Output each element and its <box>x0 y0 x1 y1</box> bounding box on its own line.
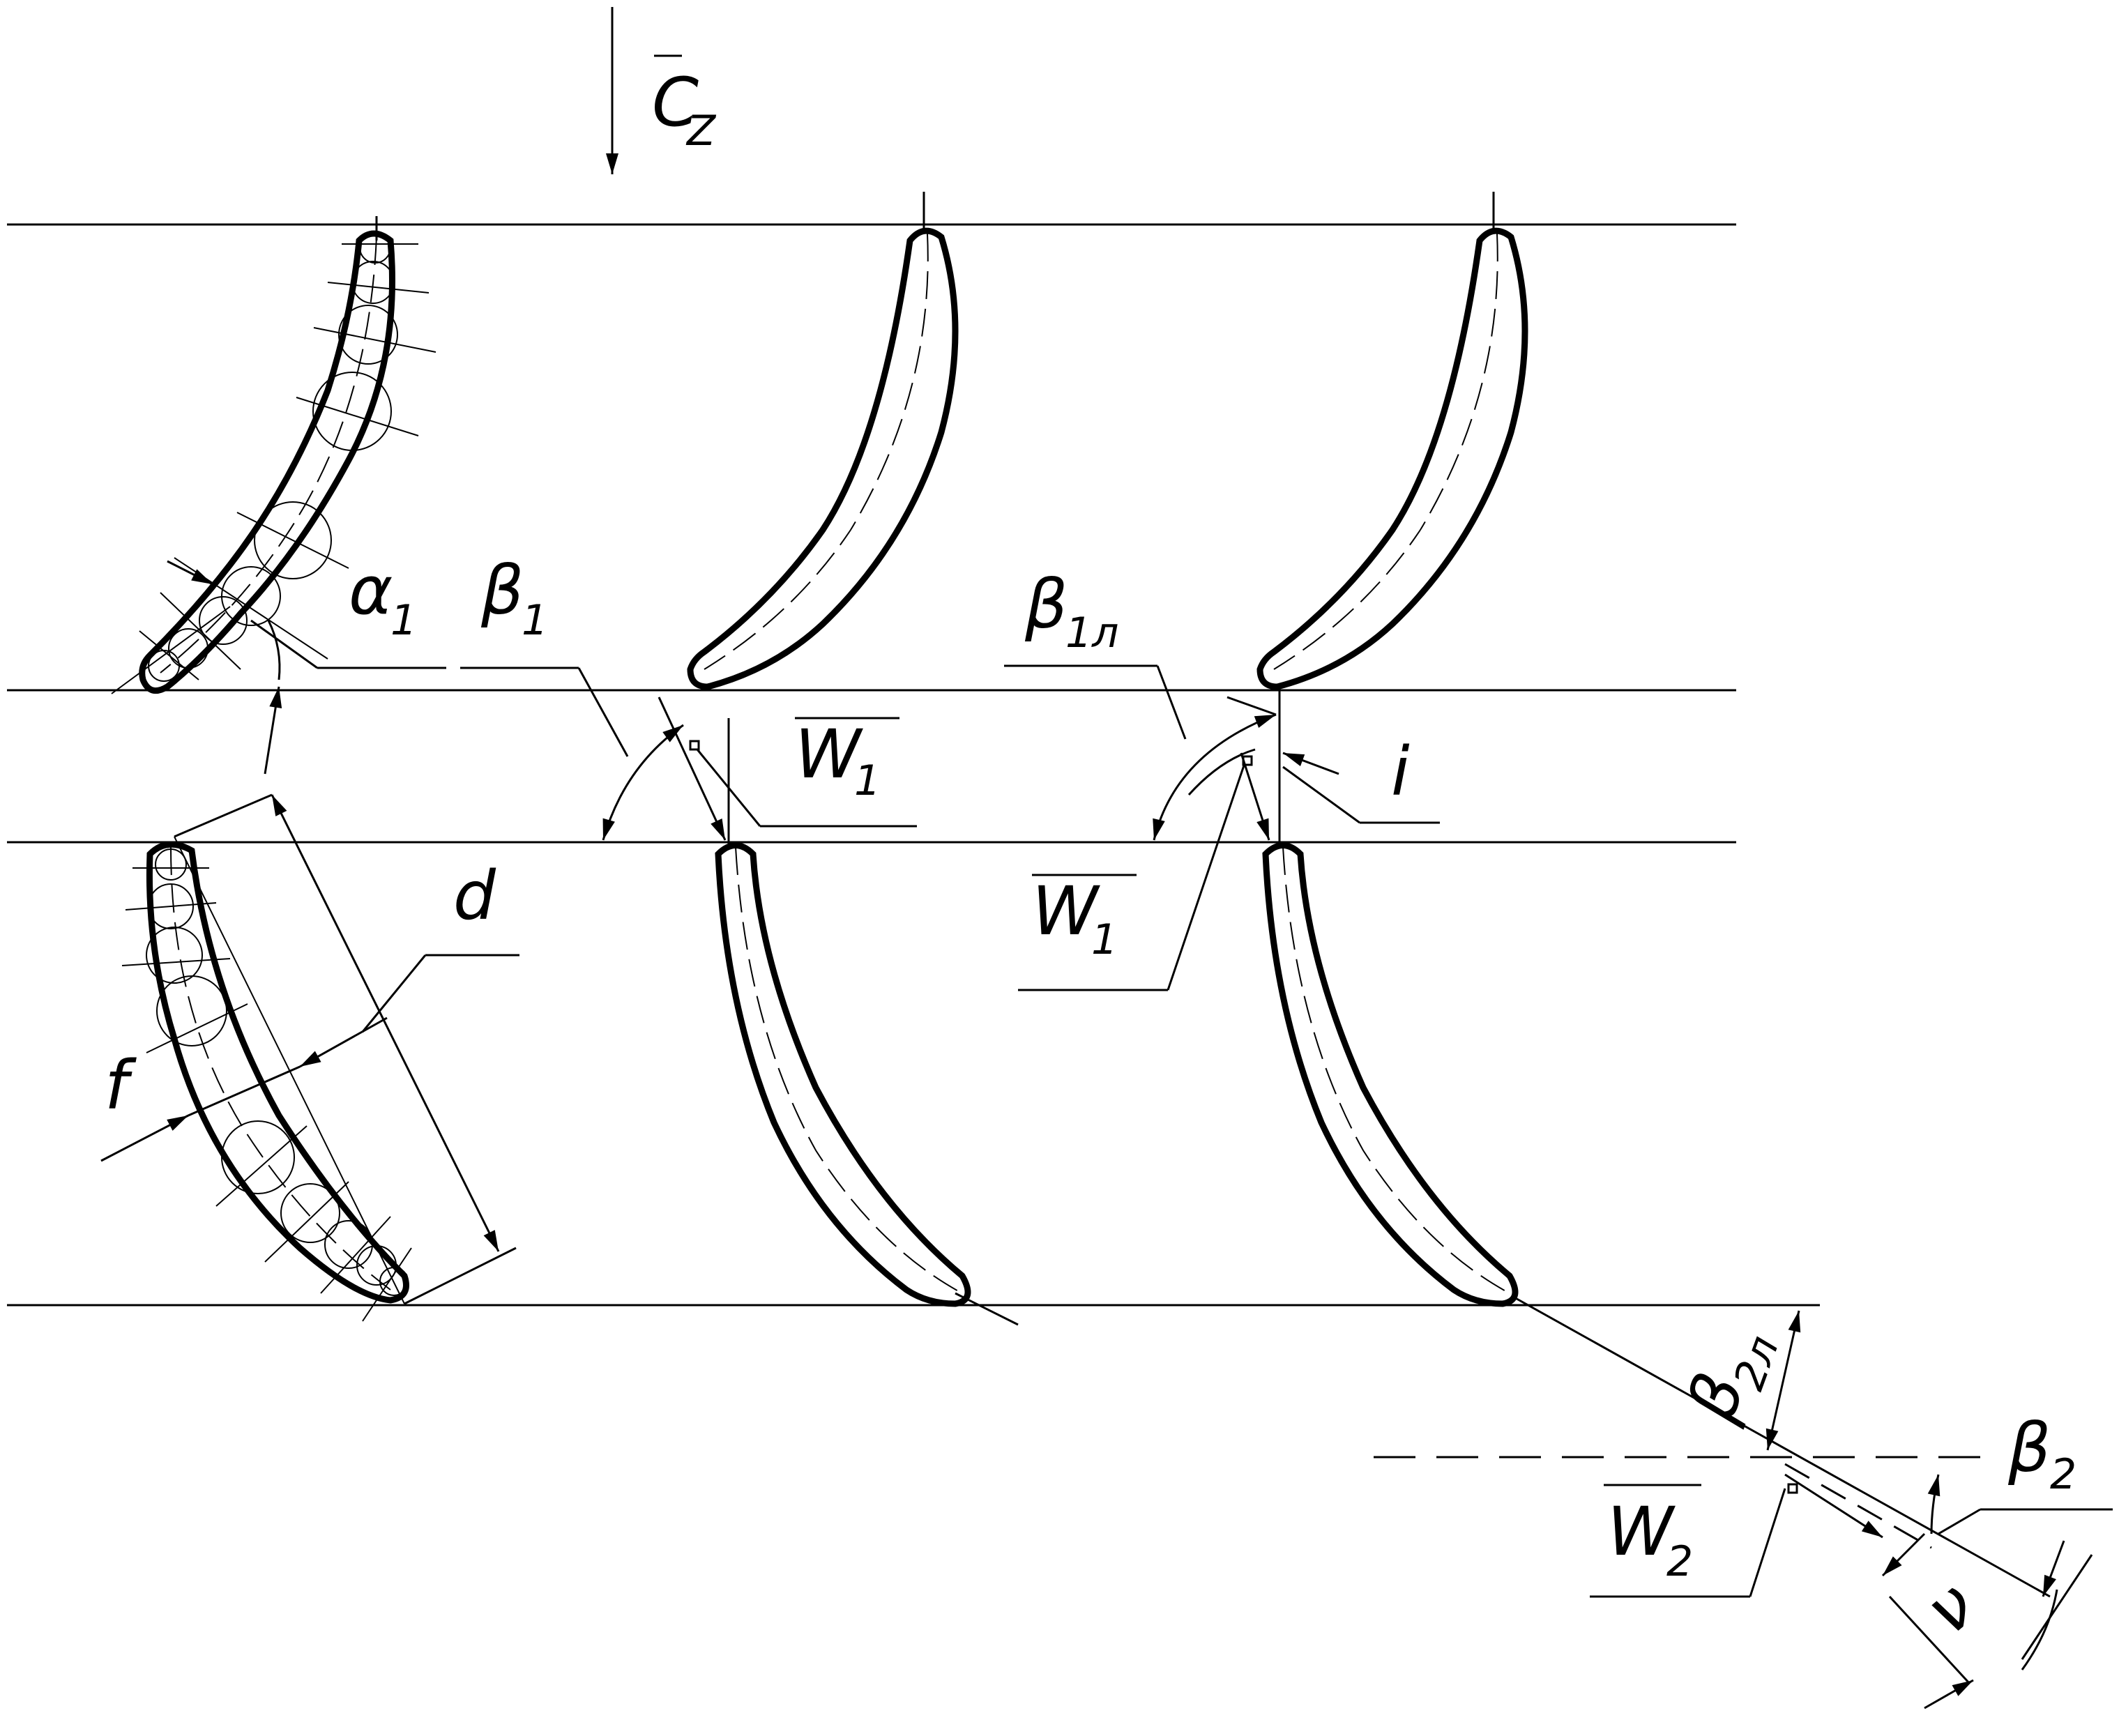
beta2-subscript: 2 <box>2050 1450 2076 1499</box>
blade-top-3 <box>1256 192 1528 690</box>
alpha1-marks <box>167 560 446 775</box>
beta1-label: β <box>480 551 524 630</box>
blade-bottom-2 <box>715 842 1019 1326</box>
w1b-label: W <box>1032 872 1100 950</box>
w1a-label: W <box>795 715 863 793</box>
w2-label: W <box>1607 1493 1676 1571</box>
outlet-marks <box>1374 1310 2113 1710</box>
beta1l-subscript: 1л <box>1065 609 1119 657</box>
incidence-i-label: i <box>1391 733 1410 811</box>
beta1-subscript: 1 <box>522 596 548 645</box>
dimension-f <box>100 1017 388 1162</box>
blade-bottom-3 <box>1262 842 1519 1307</box>
inflow-arrow <box>606 7 682 174</box>
f-label: f <box>105 1046 137 1125</box>
blade-bottom-1 <box>121 841 412 1322</box>
w2-subscript: 2 <box>1666 1537 1693 1586</box>
nu-label: ν <box>1911 1566 1989 1650</box>
alpha1-subscript: 1 <box>390 596 417 645</box>
w1b-subscript: 1 <box>1091 915 1118 964</box>
blade-top-2 <box>687 192 959 690</box>
beta1-marks <box>460 667 917 847</box>
beta1l-label: β <box>1024 565 1068 644</box>
w1a-subscript: 1 <box>854 756 881 805</box>
cz-label: C <box>652 63 699 142</box>
blade-top-1 <box>111 230 436 694</box>
alpha1-label: α <box>349 551 393 630</box>
cz-subscript: Z <box>685 107 717 155</box>
d-label: d <box>453 857 496 935</box>
cascade-lines <box>7 223 1820 1307</box>
beta2-label: β <box>2007 1409 2051 1487</box>
beta1l-marks <box>1004 664 1440 991</box>
